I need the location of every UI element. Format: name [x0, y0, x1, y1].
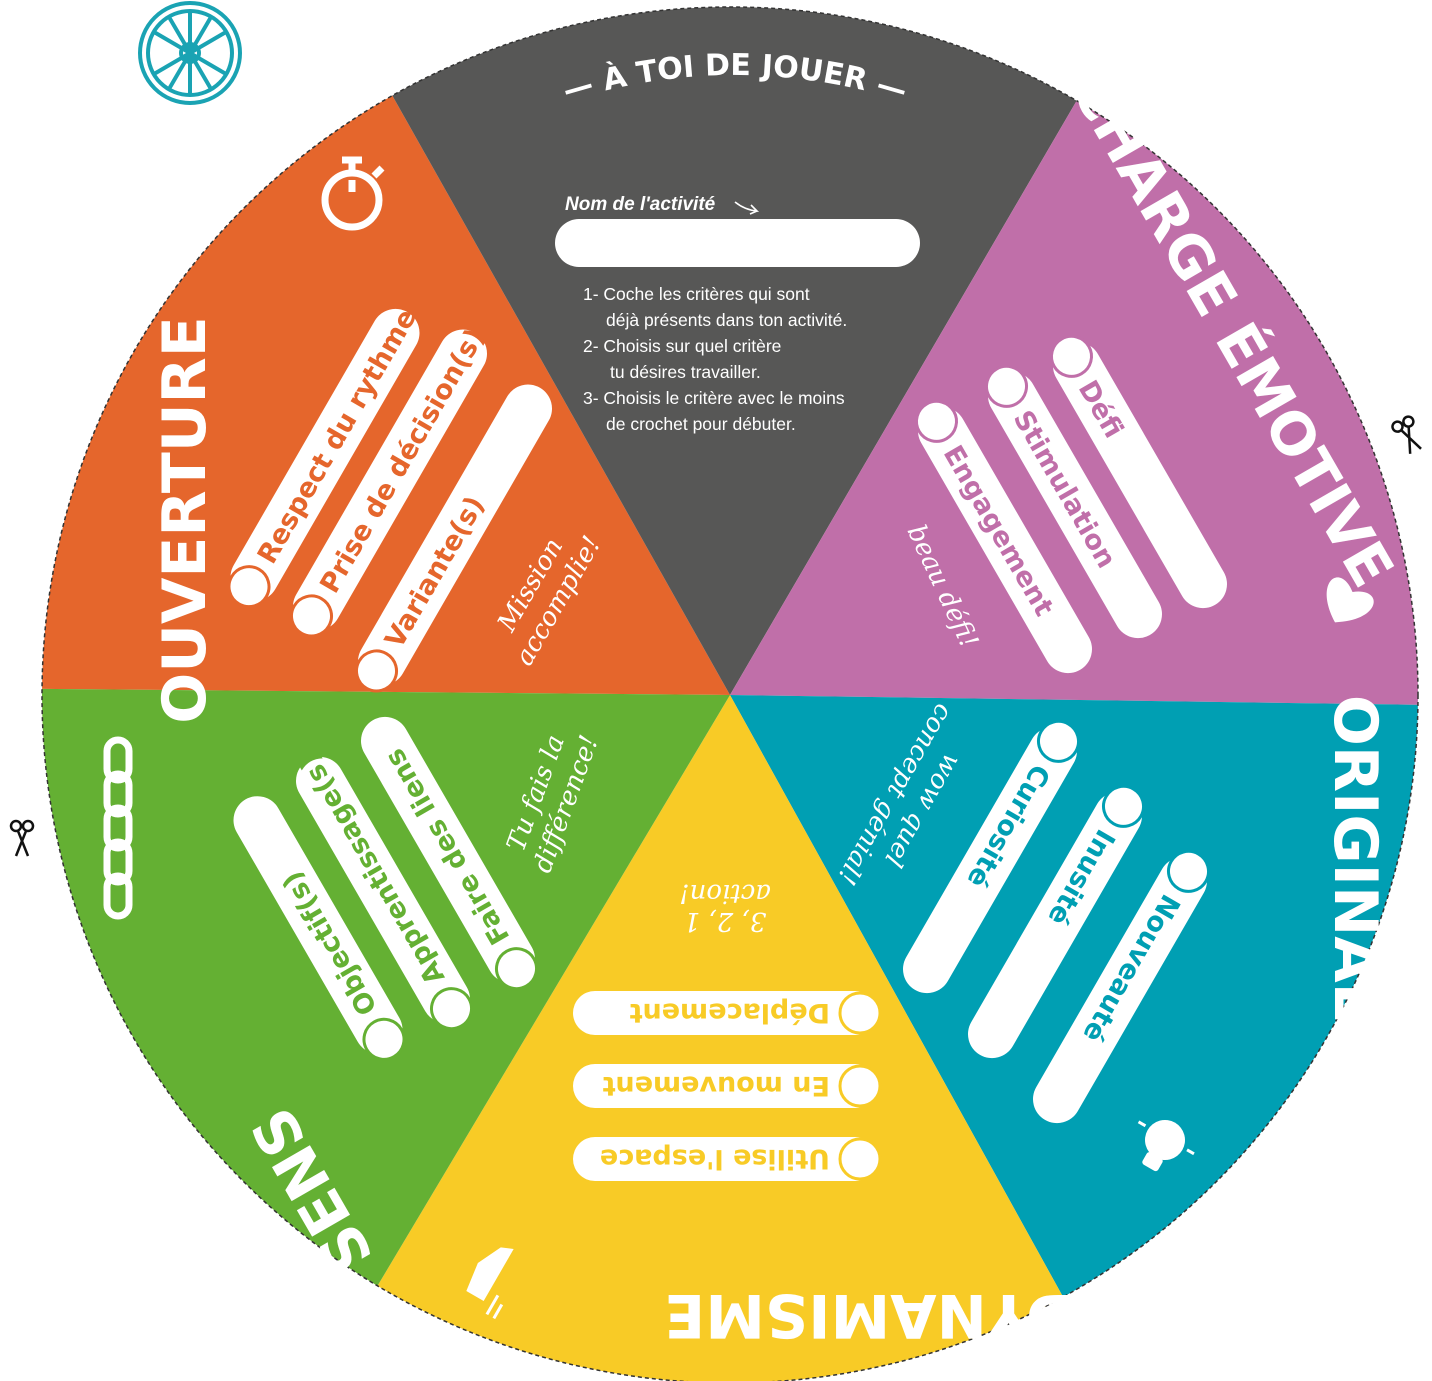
arrow-icon: [734, 201, 760, 215]
criterion-label: En mouvement: [602, 1070, 830, 1101]
chain-icon: [103, 736, 133, 920]
criterion-pill: [573, 1137, 877, 1181]
instruction-line: 2- Choisis sur quel critère: [583, 336, 781, 356]
criterion-pill: [230, 308, 420, 602]
activity-label: Nom de l'activité: [565, 194, 716, 215]
instruction-line: 1- Coche les critères qui sont: [583, 284, 810, 304]
criterion-pill: [296, 756, 470, 1024]
sector-center-instructions: [392, 7, 1080, 695]
instruction-line: de crochet pour débuter.: [606, 414, 796, 434]
activity-name-input[interactable]: [555, 219, 920, 267]
criterion-checkbox[interactable]: [489, 941, 544, 996]
criterion-checkbox[interactable]: [838, 1137, 882, 1181]
criterion-pill: [968, 791, 1142, 1059]
criterion-checkbox[interactable]: [1031, 714, 1086, 769]
criterion-pill: [1033, 856, 1207, 1124]
criterion-pill: [1053, 341, 1227, 609]
section-title-dynamisme: DYNAMISME: [664, 1280, 1075, 1350]
criterion-checkbox[interactable]: [979, 359, 1034, 414]
criterion-pill: [903, 726, 1077, 994]
criterion-checkbox[interactable]: [1096, 779, 1151, 834]
criterion-pill: [573, 1064, 877, 1108]
criterion-pill: [233, 796, 403, 1054]
lightbulb-icon: [1137, 1120, 1195, 1172]
scissors-icon[interactable]: [9, 819, 35, 857]
criterion-pill: [358, 384, 552, 686]
heart-icon: [1326, 577, 1374, 623]
sneaker-icon: [466, 1247, 514, 1320]
scissors-icon[interactable]: [1391, 415, 1426, 456]
instruction-line: tu désires travailler.: [610, 362, 761, 382]
criterion-checkbox[interactable]: [1044, 329, 1099, 384]
criterion-label: Utilise l'espace: [600, 1143, 830, 1174]
handwritten-note-dynamisme: 3, 2, 1 action!: [679, 878, 771, 936]
instruction-line: déjà présents dans ton activité.: [606, 310, 847, 330]
criterion-checkbox[interactable]: [424, 981, 479, 1036]
criterion-checkbox[interactable]: [838, 1064, 882, 1108]
section-title-originalite: ORIGINALITÉ: [1320, 695, 1392, 1125]
criterion-checkbox[interactable]: [222, 559, 277, 614]
criterion-pill: [361, 716, 535, 984]
wheel-logo-icon: [138, 1, 242, 105]
svg-text:action!: action!: [679, 878, 771, 908]
criterion-pill: [573, 991, 877, 1035]
criterion-checkbox[interactable]: [838, 991, 882, 1035]
criterion-checkbox[interactable]: [1161, 844, 1216, 899]
criterion-checkbox[interactable]: [909, 394, 964, 449]
svg-text:3, 2, 1: 3, 2, 1: [684, 906, 767, 936]
cut-line: [41, 6, 1419, 1381]
criterion-pill: [293, 329, 487, 631]
instruction-line: 3- Choisis le critère avec le moins: [583, 388, 845, 408]
criterion-checkbox[interactable]: [357, 1012, 412, 1067]
criterion-pill: [988, 371, 1162, 639]
criterion-pill: [918, 406, 1092, 674]
criterion-checkbox[interactable]: [349, 644, 404, 699]
stopwatch-icon: [321, 156, 385, 231]
criteria-list-dynamisme: Déplacement En mouvement Utilise l'espac…: [573, 991, 882, 1181]
criterion-label: Déplacement: [629, 997, 830, 1028]
section-title-ouverture: OUVERTURE: [150, 316, 220, 724]
criterion-checkbox[interactable]: [284, 589, 339, 644]
